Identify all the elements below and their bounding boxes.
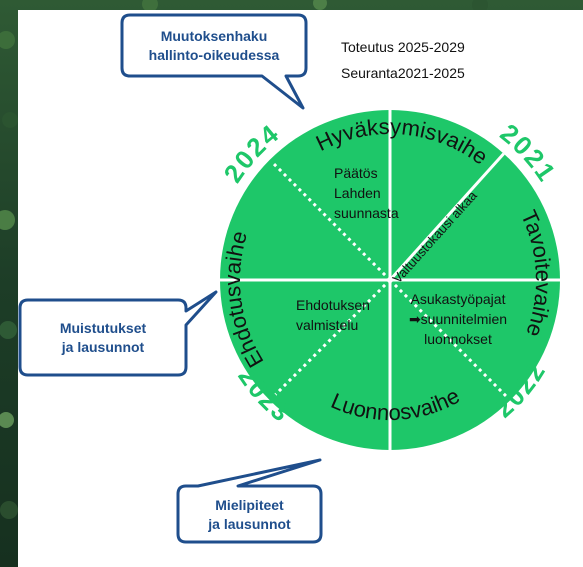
- opinions-line-1: Mielipiteet: [215, 496, 284, 513]
- proposal-prep-line-2: valmistelu: [296, 317, 358, 333]
- proposal-prep-line-1: Ehdotuksen: [296, 297, 370, 313]
- appeal-line-1: Muutoksenhaku: [160, 28, 268, 44]
- council-term-divider: [388, 152, 505, 282]
- workshops-line-3: luonnokset: [424, 331, 492, 347]
- workshops-line-2: ➡suunnitelmien: [409, 311, 507, 327]
- objections-line-1: Muistutukset: [59, 320, 147, 336]
- opinions-callout: Mielipiteet ja lausunnot: [180, 489, 319, 540]
- appeal-callout: Muutoksenhaku hallinto-oikeudessa: [124, 18, 304, 74]
- implementation-period: Toteutus 2025-2029: [341, 39, 465, 55]
- decision-line-2: Lahden: [334, 185, 381, 201]
- monitoring-period: Seuranta2021-2025: [341, 65, 465, 81]
- bottom-right-dotted-divider: [388, 278, 510, 400]
- decision-line-3: suunnasta: [334, 205, 399, 221]
- opinions-line-2: ja lausunnot: [208, 515, 291, 532]
- decision-line-1: Päätös: [334, 165, 378, 181]
- appeal-line-2: hallinto-oikeudessa: [148, 47, 280, 63]
- top-left-dotted-divider: [270, 160, 392, 282]
- workshops-line-1: Asukastyöpajat: [411, 291, 506, 307]
- objections-line-2: ja lausunnot: [61, 339, 145, 355]
- bottom-left-dotted-divider: [270, 278, 392, 400]
- objections-callout: Muistutukset ja lausunnot: [22, 303, 184, 373]
